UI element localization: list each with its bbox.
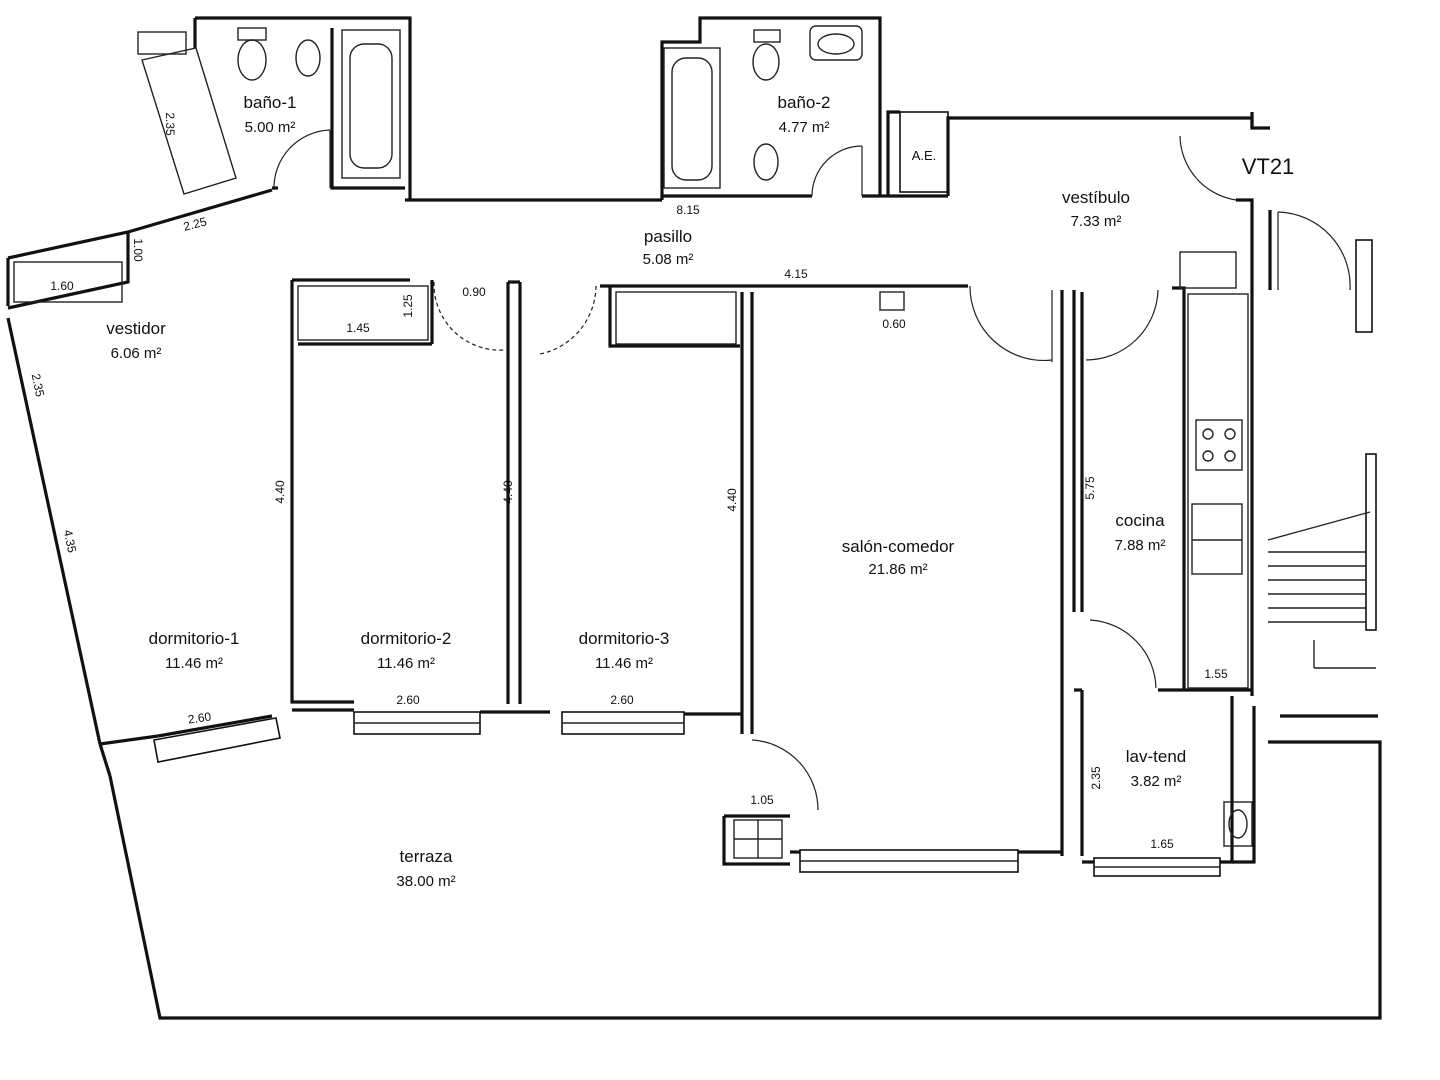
doors bbox=[273, 129, 1351, 811]
room-name-dormitorio2: dormitorio-2 bbox=[361, 629, 452, 648]
room-area-vestidor: 6.06 m² bbox=[111, 345, 162, 362]
room-area-dormitorio1: 11.46 m² bbox=[165, 655, 223, 672]
dim-duct: 0.60 bbox=[882, 317, 906, 331]
room-name-vestibulo: vestíbulo bbox=[1062, 188, 1130, 207]
dim-d2-depth: 4.40 bbox=[273, 480, 287, 504]
dim-d3-depth: 4.40 bbox=[501, 480, 515, 504]
room-name-pasillo: pasillo bbox=[644, 227, 692, 246]
dim-d1-side: 4.35 bbox=[61, 528, 80, 554]
room-name-salon: salón-comedor bbox=[842, 537, 955, 556]
dim-lav-width: 1.65 bbox=[1150, 837, 1174, 851]
dim-vestidor-short: 1.00 bbox=[131, 238, 145, 262]
room-name-cocina: cocina bbox=[1115, 511, 1165, 530]
room-area-bano2: 4.77 m² bbox=[779, 119, 830, 136]
room-area-salon: 21.86 m² bbox=[868, 561, 927, 578]
room-labels: baño-1 5.00 m² baño-2 4.77 m² vestíbulo … bbox=[106, 93, 1186, 890]
dim-lav-depth: 2.35 bbox=[1089, 766, 1103, 790]
dim-salon-depth: 4.40 bbox=[725, 488, 739, 512]
room-name-terraza: terraza bbox=[400, 847, 453, 866]
dim-cocina-depth: 5.75 bbox=[1083, 476, 1097, 500]
room-area-lavtend: 3.82 m² bbox=[1131, 773, 1182, 790]
room-area-vestibulo: 7.33 m² bbox=[1071, 213, 1122, 230]
fixtures bbox=[13, 25, 1376, 859]
dim-vestidor-top: 2.25 bbox=[182, 214, 208, 233]
room-name-dormitorio3: dormitorio-3 bbox=[579, 629, 670, 648]
room-area-cocina: 7.88 m² bbox=[1115, 537, 1166, 554]
dim-terraza-step: 1.05 bbox=[750, 793, 774, 807]
apartment-code: VT21 bbox=[1242, 154, 1295, 179]
room-area-pasillo: 5.08 m² bbox=[643, 251, 694, 268]
dim-closet-d2-w: 1.45 bbox=[346, 321, 370, 335]
dim-bano1-side: 2.35 bbox=[163, 112, 177, 136]
room-name-lavtend: lav-tend bbox=[1126, 747, 1186, 766]
room-area-bano1: 5.00 m² bbox=[245, 119, 296, 136]
dim-pasillo-len: 8.15 bbox=[676, 203, 700, 217]
dim-door-d2: 0.90 bbox=[462, 285, 486, 299]
dim-d2-window: 2.60 bbox=[396, 693, 420, 707]
dim-vestidor-side: 2.35 bbox=[29, 372, 48, 398]
dim-salon-top: 4.15 bbox=[784, 267, 808, 281]
ae-label: A.E. bbox=[912, 148, 937, 163]
dim-d1-window: 2.60 bbox=[187, 709, 212, 726]
room-area-terraza: 38.00 m² bbox=[396, 873, 455, 890]
dim-closet-d2-d: 1.25 bbox=[401, 294, 415, 318]
windows bbox=[153, 239, 1377, 877]
room-area-dormitorio3: 11.46 m² bbox=[595, 655, 653, 672]
room-name-vestidor: vestidor bbox=[106, 319, 166, 338]
room-area-dormitorio2: 11.46 m² bbox=[377, 655, 435, 672]
room-name-bano2: baño-2 bbox=[778, 93, 831, 112]
walls bbox=[6, 16, 1382, 1020]
room-name-dormitorio1: dormitorio-1 bbox=[149, 629, 240, 648]
dim-d3-window: 2.60 bbox=[610, 693, 634, 707]
dim-closet-vestidor: 1.60 bbox=[50, 279, 74, 293]
room-name-bano1: baño-1 bbox=[244, 93, 297, 112]
dimension-labels: 2.35 2.25 1.00 1.60 8.15 1.45 1.25 0.90 … bbox=[29, 112, 1228, 851]
dim-cocina-width: 1.55 bbox=[1204, 667, 1228, 681]
